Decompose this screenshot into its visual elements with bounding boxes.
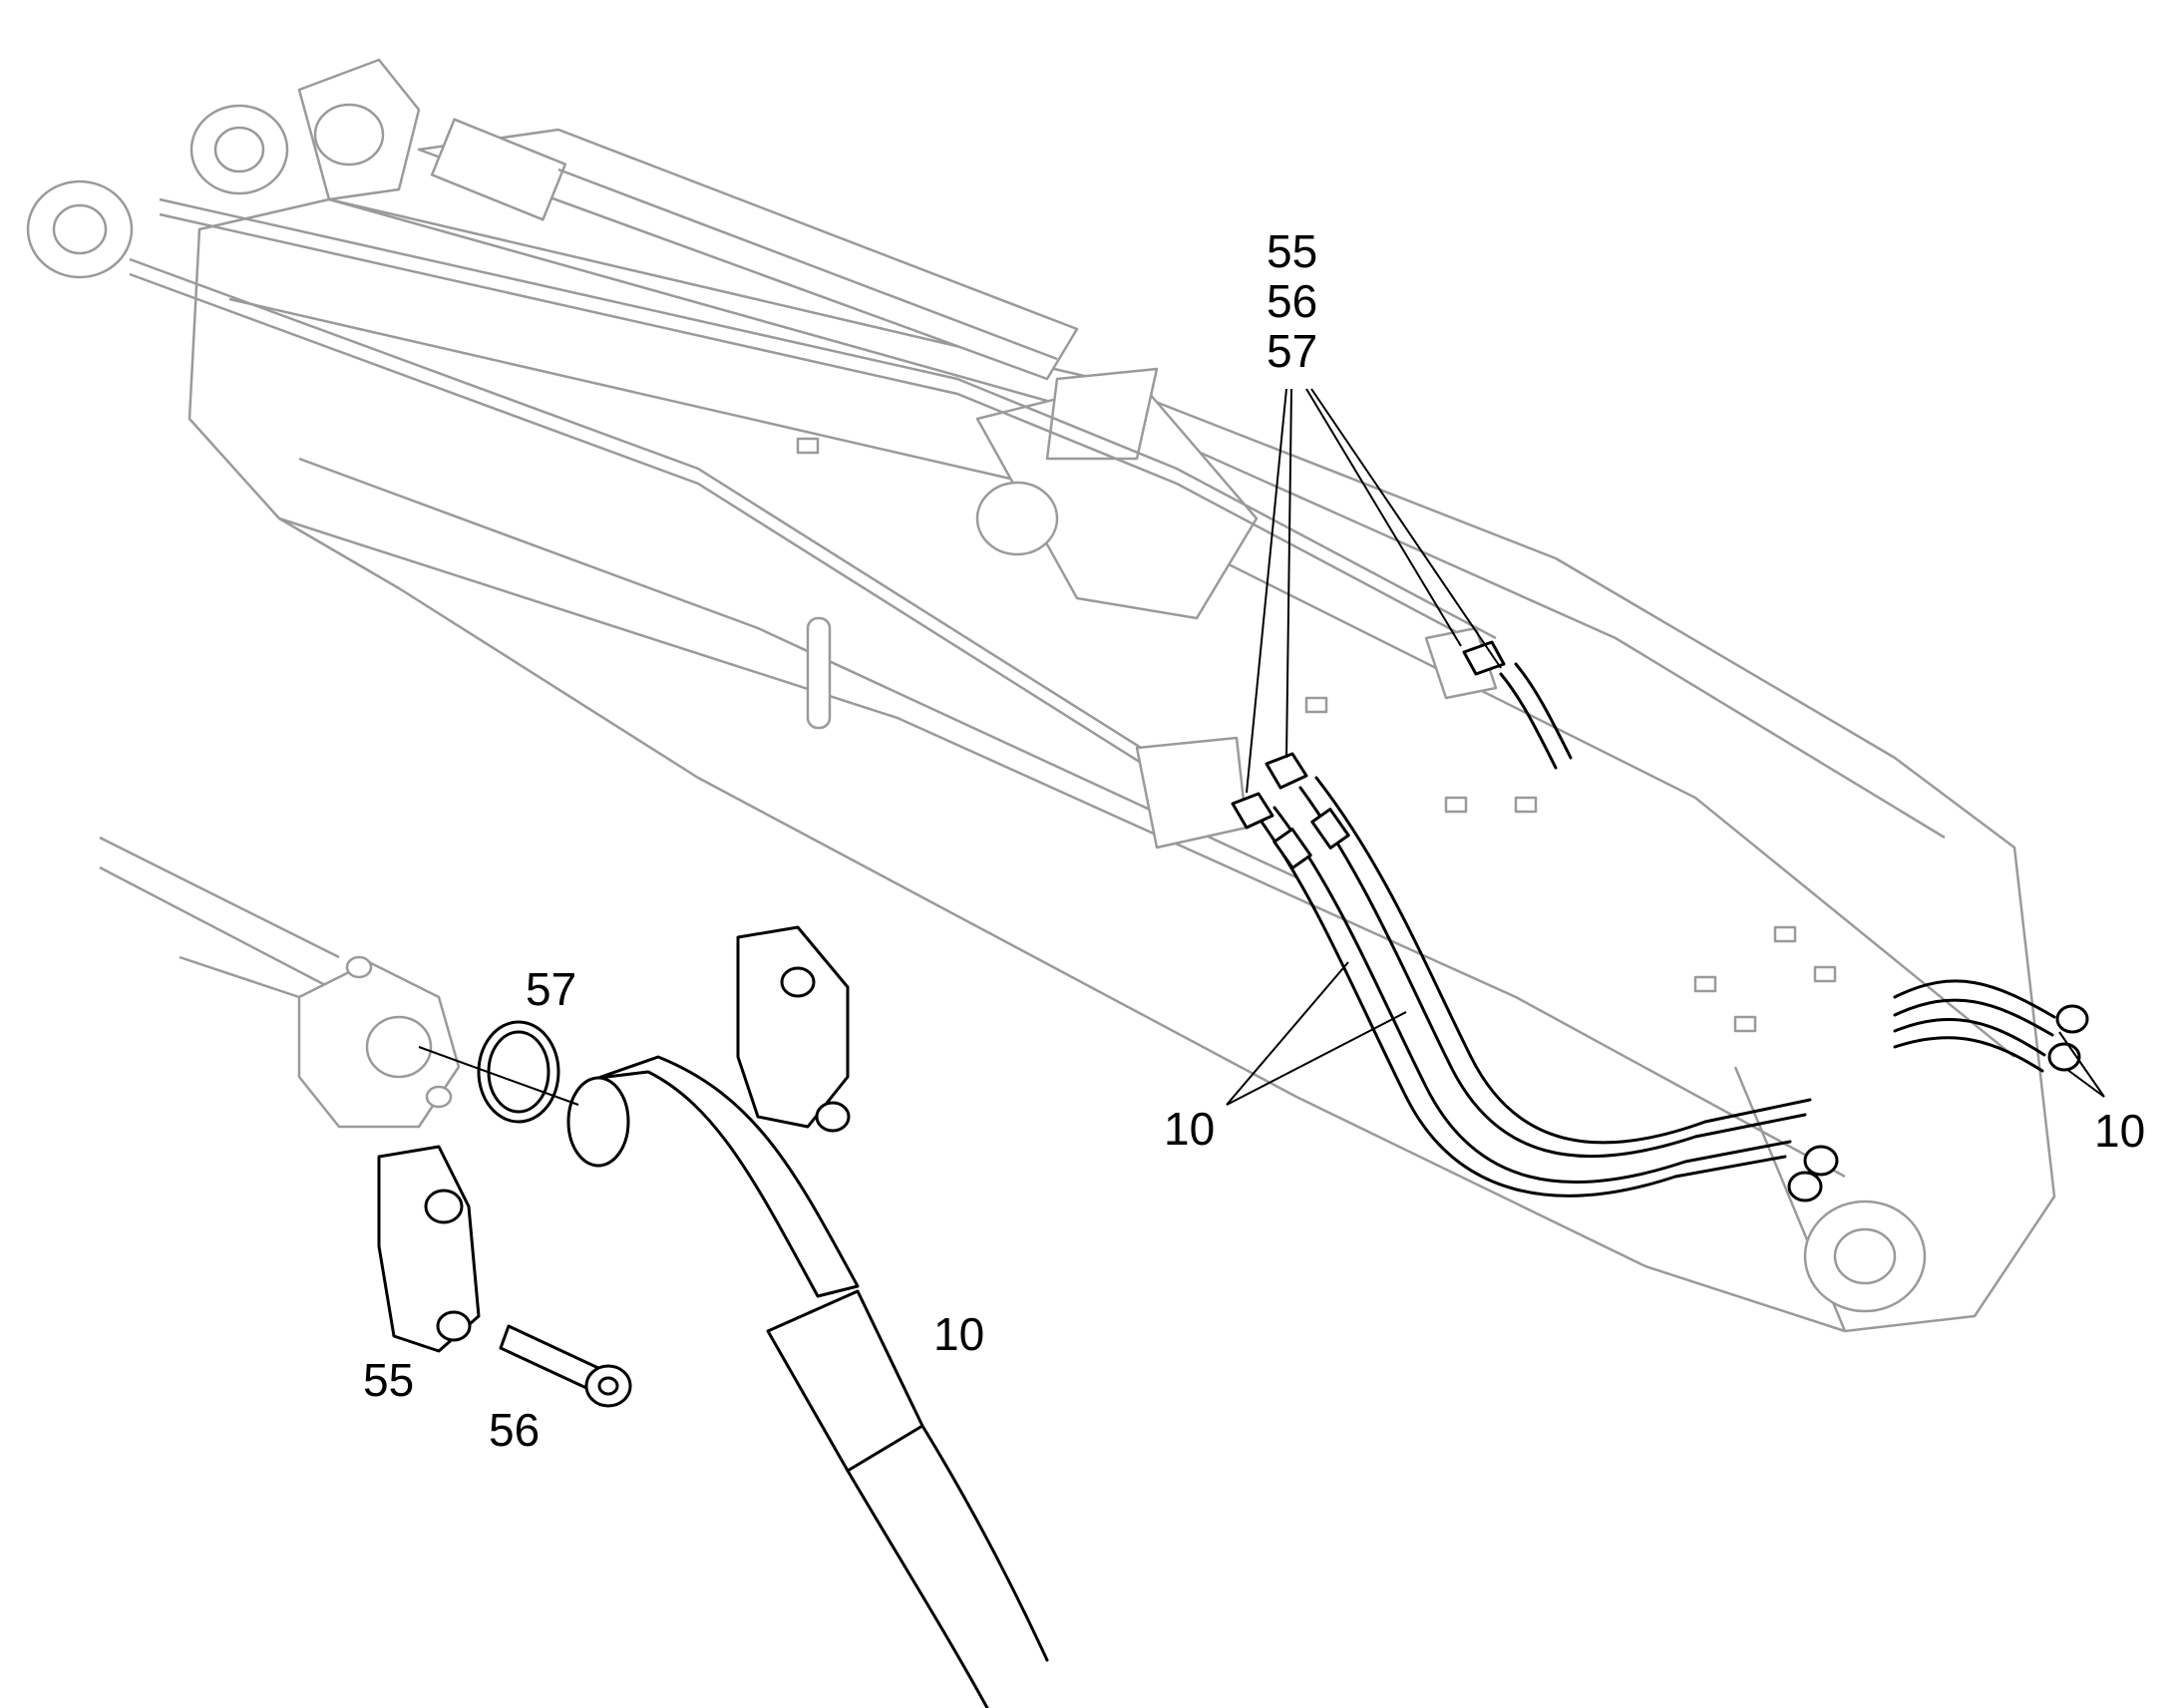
detail-flange-port (179, 955, 461, 1129)
callout-56-detail: 56 (489, 1404, 540, 1456)
boom-structure (26, 58, 2056, 1333)
detail-split-flange-lower-55 (377, 1145, 481, 1353)
hose-flange-clamp-lower (1231, 792, 1274, 830)
hose-flange-clamp-upper (1265, 752, 1308, 790)
callout-labels: 55 56 57 10 10 57 10 55 56 (363, 225, 2145, 1456)
callout-10-hoses-right: 10 (2094, 1105, 2145, 1157)
boom-foot-pivot-left (26, 179, 134, 279)
boom-foot-pivot-right (189, 104, 289, 195)
detail-o-ring-57 (477, 1020, 560, 1124)
callout-57-detail: 57 (526, 963, 576, 1015)
boom-nose-pin (1803, 1199, 1927, 1313)
boom-cylinder (417, 118, 1079, 381)
hose-assembly-right (1462, 640, 2089, 1073)
detail-split-flange-upper (736, 925, 851, 1133)
boom-body (187, 197, 2056, 1333)
detail-hose-end-10 (566, 1055, 1049, 1708)
callout-56-stack: 56 (1267, 275, 1317, 327)
hose-assembly-left (1231, 752, 1839, 1202)
detail-cap-screw-56 (499, 1324, 632, 1408)
callout-55-detail: 55 (363, 1354, 414, 1406)
callout-57-stack: 57 (1267, 325, 1317, 377)
callout-10-detail: 10 (933, 1308, 984, 1360)
leader-lines (418, 388, 2105, 1106)
callout-55-stack: 55 (1267, 225, 1317, 277)
callout-10-hoses-left: 10 (1164, 1103, 1215, 1155)
